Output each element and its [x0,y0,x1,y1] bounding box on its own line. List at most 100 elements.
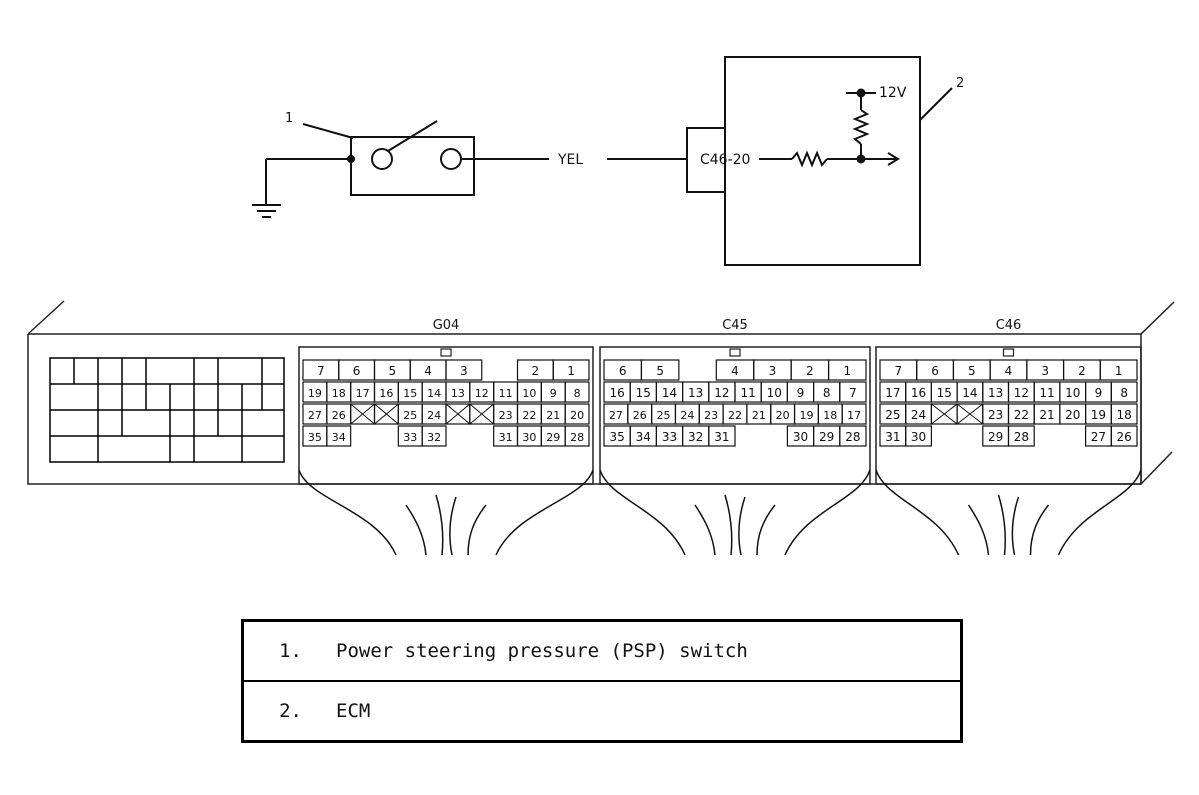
pin-number: 17 [885,386,900,400]
legend-number: 1. [279,640,302,662]
pin-number: 26 [1117,430,1132,444]
pin-number: 29 [819,430,834,444]
pin-cell: 3 [1026,359,1065,381]
pin-cell: 6 [603,359,643,381]
pin-cell: 19 [1084,403,1112,425]
pin-number: 32 [427,431,441,444]
pin-cell: 9 [786,381,815,403]
pin-cell: 17 [879,381,907,403]
pin-number: 15 [403,387,417,400]
pin-number: 34 [636,430,651,444]
pin-cell: 23 [982,403,1010,425]
pin-number: 24 [427,409,441,422]
pin-cell: 16 [603,381,631,403]
pin-cell: 31 [708,425,736,447]
pin-cell: 7 [839,381,867,403]
pin-cell: 35 [603,425,631,447]
pin-cell: 22 [516,403,542,425]
pin-cell: 33 [655,425,684,447]
pin-cell: 5 [640,359,680,381]
pin-number: 6 [619,364,627,378]
pin-number: 1 [843,364,851,378]
pin-number: 12 [714,386,729,400]
pin-cell: 14 [956,381,984,403]
pin-cell: 31 [879,425,907,447]
pin-number: 7 [849,386,857,400]
pin-cell: 15 [397,381,423,403]
pin-number: 16 [911,386,926,400]
pin-cell: 1 [552,359,590,381]
pin-cell: 20 [564,403,590,425]
pin-cell: 5 [952,359,991,381]
pin-number: 2 [532,364,540,378]
latch-icon [1002,348,1015,357]
pin-cell: 18 [1110,403,1138,425]
pin-cell: 27 [1084,425,1112,447]
pin-number: 23 [988,408,1003,422]
unused-cavity [930,403,958,425]
pin-cell: 31 [493,425,519,447]
pin-cell: 17 [841,403,867,425]
pin-number: 10 [1065,386,1080,400]
pin-number: 27 [1091,430,1106,444]
supply-voltage-label: 12V [879,85,907,101]
pin-cell: 18 [326,381,352,403]
pin-cell: 23 [698,403,724,425]
pin-cell: 7 [879,359,918,381]
pin-cell: 17 [350,381,376,403]
pin-cell: 24 [421,403,447,425]
wire-harness [298,469,594,556]
legend-row-2: 2. ECM [244,680,960,740]
wire-harness [599,469,871,556]
psp-switch-icon [350,120,475,196]
pin-cell: 13 [681,381,710,403]
pin-cell: 34 [629,425,658,447]
pin-number: 5 [389,364,397,378]
pin-number: 23 [704,409,718,422]
ecm-terminal-label: C46-20 [700,152,750,168]
pin-cell: 1 [827,359,867,381]
pin-number: 8 [574,387,581,400]
pin-cell: 21 [746,403,772,425]
pin-number: 15 [937,386,952,400]
legend-text: Power steering pressure (PSP) switch [336,640,748,662]
pin-cell: 35 [302,425,328,447]
pin-number: 18 [332,387,346,400]
pin-number: 20 [570,409,584,422]
pin-number: 24 [680,409,694,422]
pin-number: 21 [1039,408,1054,422]
pin-cell: 29 [812,425,841,447]
unused-cavity [445,403,471,425]
wire-harness [875,469,1142,556]
pin-number: 20 [1065,408,1080,422]
wire-color-label: YEL [557,152,583,168]
pin-cell: 24 [674,403,700,425]
pin-cell: 2 [516,359,554,381]
pin-number: 13 [688,386,703,400]
pin-cell: 2 [1062,359,1101,381]
connector-name: G04 [433,318,460,333]
pin-cell: 8 [812,381,841,403]
callout-2-label: 2 [956,76,964,91]
pin-number: 21 [546,409,560,422]
resistor-icon [791,150,828,168]
pin-cell: 4 [409,359,447,381]
pin-number: 30 [793,430,808,444]
pullup-resistor-icon [852,109,870,145]
pin-number: 16 [609,386,624,400]
pin-cell: 15 [629,381,658,403]
latch-icon [440,348,452,357]
pin-number: 4 [424,364,432,378]
pin-number: 19 [1091,408,1106,422]
pin-cell: 19 [793,403,819,425]
callout-1-label: 1 [285,111,293,126]
pin-cell: 28 [1007,425,1035,447]
pin-cell: 10 [760,381,789,403]
pin-number: 12 [1014,386,1029,400]
pin-number: 11 [740,386,755,400]
pin-number: 6 [931,364,939,378]
